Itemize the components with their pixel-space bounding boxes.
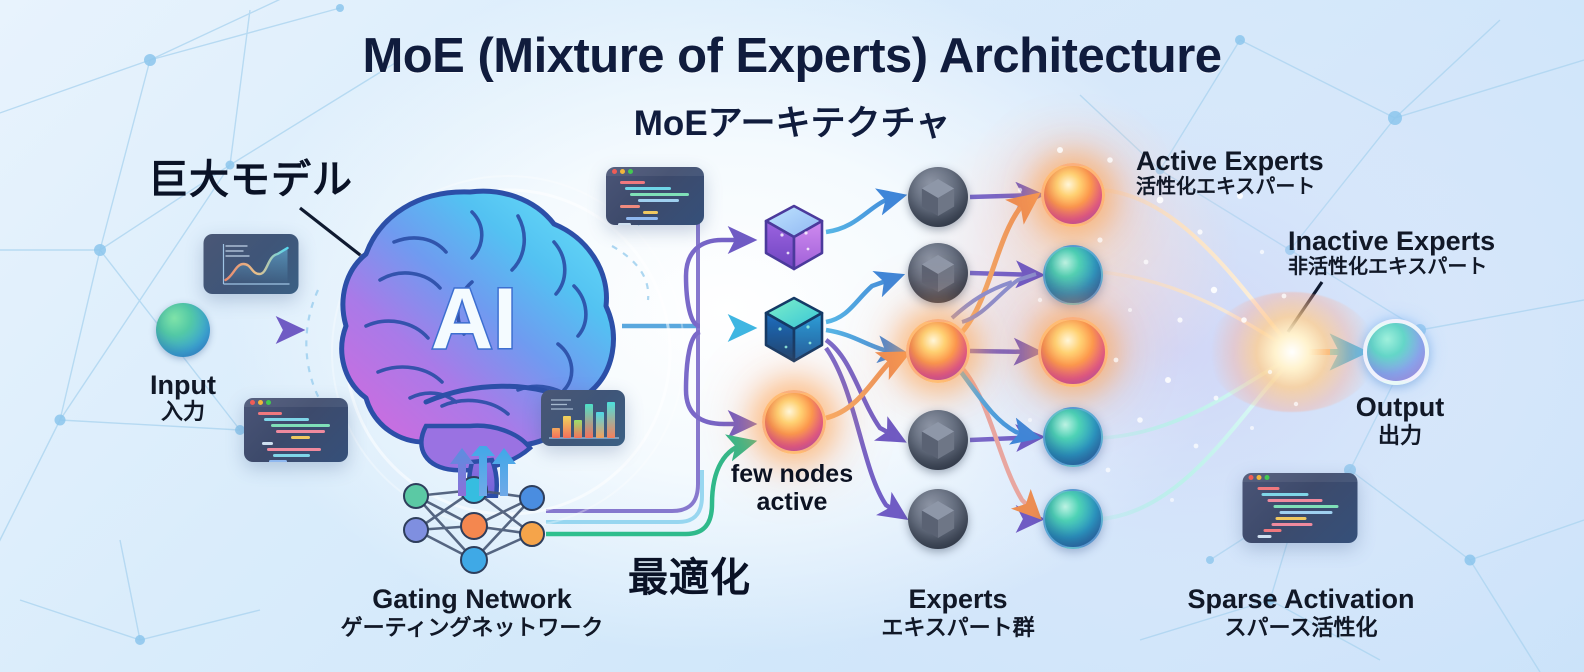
convergence-burst	[1207, 292, 1377, 412]
routing-node-active-sphere	[762, 390, 826, 454]
label-inactive-experts-en: Inactive Experts	[1288, 226, 1496, 256]
annotation-few-nodes-line1: few nodes	[730, 460, 854, 488]
maximize-dot-icon	[1264, 475, 1270, 480]
maximize-dot-icon	[266, 400, 271, 405]
label-sparse-ja: スパース活性化	[1224, 615, 1378, 640]
label-gating-en: Gating Network	[372, 584, 572, 614]
annotation-giant-model: 巨大モデル	[148, 158, 353, 202]
expert-sphere-active	[1041, 163, 1105, 227]
label-output-en: Output	[1355, 392, 1445, 422]
label-experts-ja: エキスパート群	[881, 615, 1035, 640]
bar-chart-panel	[541, 390, 625, 446]
code-lines	[244, 407, 348, 462]
expert-node-inactive	[908, 489, 968, 549]
label-experts-en: Experts	[908, 584, 1008, 614]
input-node	[156, 303, 210, 357]
expert-node-inactive	[908, 243, 968, 303]
expert-sphere-active	[1038, 317, 1108, 387]
window-controls	[606, 167, 704, 176]
maximize-dot-icon	[628, 169, 633, 174]
code-lines	[606, 176, 704, 225]
label-input-ja: 入力	[160, 399, 206, 424]
minimize-dot-icon	[620, 169, 625, 174]
code-lines	[1243, 482, 1358, 543]
annotation-few-nodes-line2: active	[756, 488, 828, 516]
label-gating-ja: ゲーティングネットワーク	[340, 615, 604, 640]
output-node	[1363, 319, 1429, 385]
close-dot-icon	[612, 169, 617, 174]
expert-node-inactive	[908, 410, 968, 470]
window-controls	[1242, 473, 1358, 482]
minimize-dot-icon	[1256, 475, 1262, 480]
line-chart-panel	[203, 234, 299, 294]
expert-sphere-inactive	[1043, 407, 1103, 467]
label-output-ja: 出力	[1377, 423, 1423, 448]
label-active-experts-ja: 活性化エキスパート	[1136, 176, 1316, 198]
label-inactive-experts-ja: 非活性化エキスパート	[1288, 256, 1488, 278]
expert-sphere-inactive	[1043, 489, 1103, 549]
upward-flow-arrows	[450, 446, 516, 496]
code-editor-panel-left	[244, 398, 348, 462]
pointer-line-giant-model	[299, 206, 365, 260]
expert-node-active	[906, 319, 970, 383]
close-dot-icon	[1248, 475, 1254, 480]
brain-ai-text: AI	[431, 271, 517, 367]
annotation-optimization: 最適化	[628, 556, 751, 600]
window-controls	[244, 398, 348, 407]
label-input-en: Input	[150, 370, 216, 400]
page-title-en: MoE (Mixture of Experts) Architecture	[362, 29, 1222, 83]
minimize-dot-icon	[258, 400, 263, 405]
label-sparse-en: Sparse Activation	[1187, 584, 1415, 614]
code-editor-panel-right	[1242, 473, 1358, 543]
page-title-ja: MoEアーキテクチャ	[633, 104, 951, 143]
label-active-experts-en: Active Experts	[1136, 146, 1324, 176]
expert-sphere-inactive	[1043, 245, 1103, 305]
close-dot-icon	[250, 400, 255, 405]
expert-node-inactive	[908, 167, 968, 227]
routing-node-purple-cube	[764, 204, 824, 271]
routing-node-teal-cube	[764, 296, 824, 363]
code-editor-panel-top	[606, 167, 704, 225]
